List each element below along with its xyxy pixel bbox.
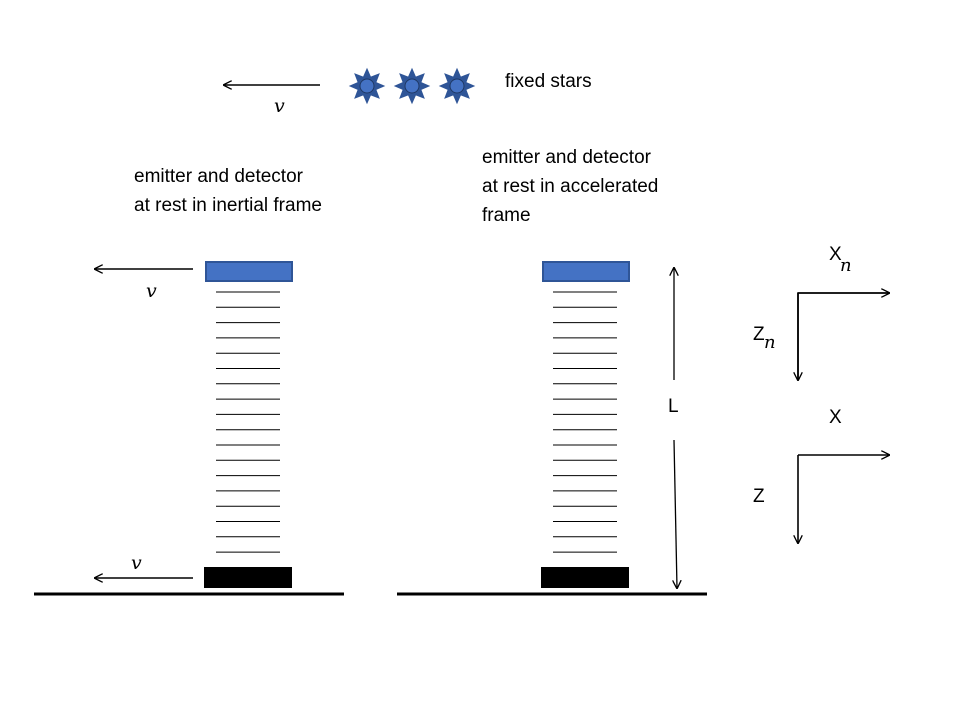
- star-core: [449, 78, 465, 94]
- star-core: [404, 78, 420, 94]
- right-caption-line3: frame: [482, 205, 531, 226]
- left-bottom-velocity-symbol: v: [131, 552, 142, 574]
- right-caption-line2: at rest in accelerated: [482, 176, 659, 197]
- right-detector: [541, 567, 629, 588]
- right-caption-line1: emitter and detector: [482, 147, 651, 168]
- lower-z-axis-label: Z: [753, 486, 765, 507]
- left-caption-line1: emitter and detector: [134, 166, 303, 187]
- left-light-path-lines: [216, 291, 280, 553]
- length-arrow-lower: [674, 439, 677, 588]
- fixed-stars-label: fixed stars: [505, 71, 592, 92]
- right-emitter: [542, 261, 630, 282]
- star-core: [359, 78, 375, 94]
- upper-z-axis-label: Z: [753, 324, 765, 345]
- lower-x-axis-label: X: [829, 407, 842, 428]
- left-top-velocity-symbol: v: [146, 280, 157, 302]
- stars-velocity-symbol: v: [274, 95, 285, 117]
- left-caption-line2: at rest in inertial frame: [134, 195, 322, 216]
- upper-z-axis-subscript: n: [764, 332, 776, 353]
- upper-x-axis-label: X: [829, 244, 842, 265]
- length-label: L: [668, 396, 679, 417]
- left-emitter: [205, 261, 293, 282]
- right-light-path-lines: [553, 291, 617, 553]
- left-detector: [204, 567, 292, 588]
- fixed-stars-group: [348, 67, 476, 105]
- upper-x-axis-subscript: n: [840, 255, 852, 276]
- upper-axes-corner: [797, 292, 889, 380]
